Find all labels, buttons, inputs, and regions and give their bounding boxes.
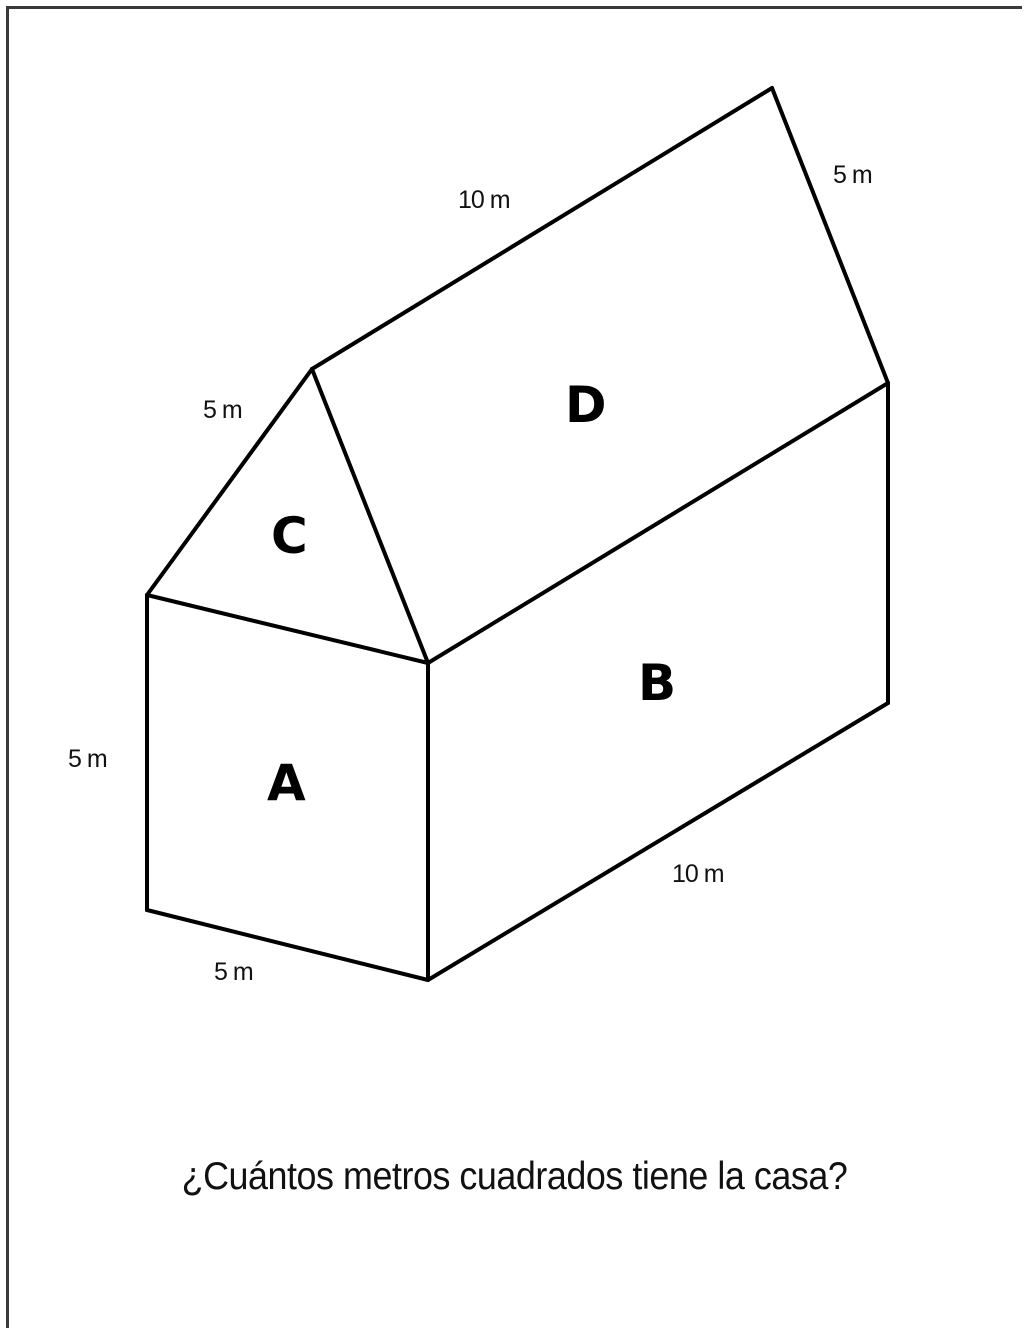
label-a: A xyxy=(267,754,306,812)
dim-roof-slope: 5 m xyxy=(833,161,872,189)
edge-b-bottom xyxy=(426,701,890,982)
dim-wall-width: 5 m xyxy=(214,958,253,986)
label-b: B xyxy=(638,654,676,712)
edge-gable-left xyxy=(145,367,314,597)
edge-gable-right xyxy=(310,367,430,665)
face-b xyxy=(428,383,888,980)
edge-a-bottom xyxy=(145,908,430,982)
label-d: D xyxy=(565,376,607,434)
face-a xyxy=(147,595,428,980)
question-text: ¿Cuántos metros cuadrados tiene la casa? xyxy=(181,1155,848,1198)
dim-wall-length: 10 m xyxy=(672,860,724,888)
dim-roof-length: 10 m xyxy=(458,186,510,214)
face-d xyxy=(312,88,888,663)
edge-ridge xyxy=(310,86,774,371)
dim-gable-edge: 5 m xyxy=(203,396,242,424)
face-c xyxy=(147,369,428,663)
edge-eave xyxy=(426,381,890,665)
edge-roof-back xyxy=(770,86,890,385)
house-edges xyxy=(145,86,890,982)
label-c: C xyxy=(271,507,308,565)
dim-wall-height: 5 m xyxy=(68,745,107,773)
edge-a-top xyxy=(145,593,430,665)
